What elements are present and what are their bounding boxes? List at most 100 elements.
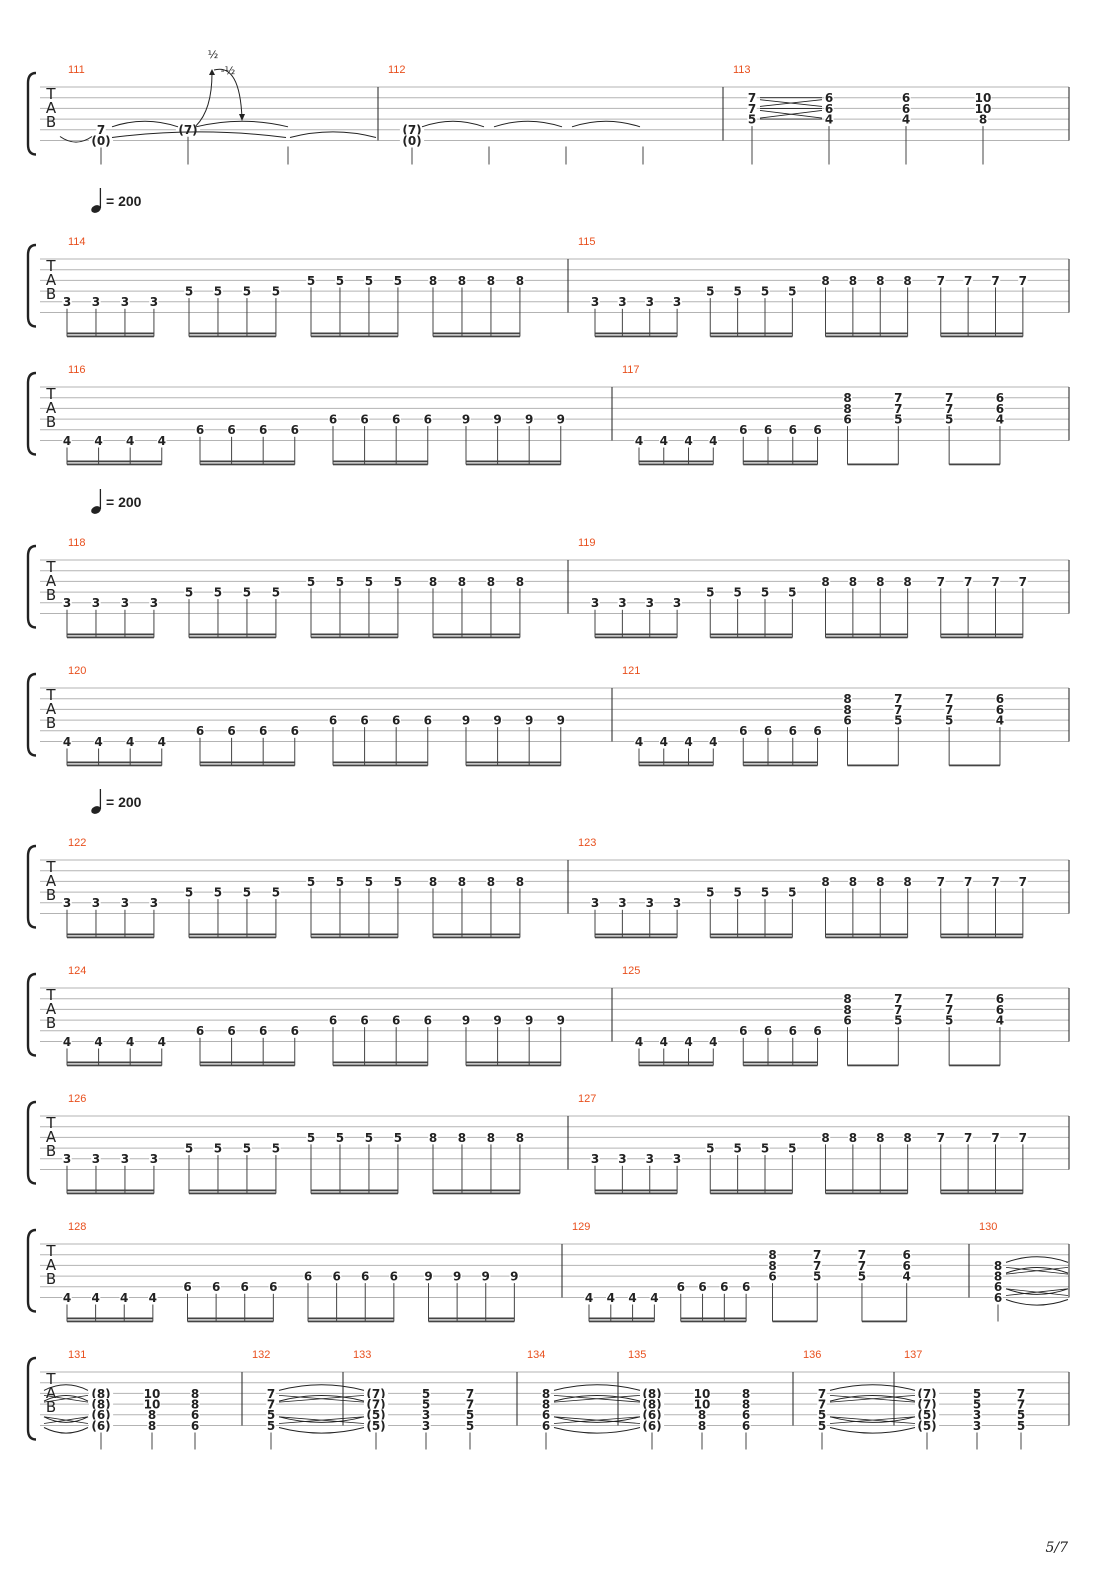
fret-number: 8 (487, 875, 495, 889)
fret-mask (157, 735, 167, 748)
fret-number: 3 (121, 896, 129, 910)
fret-number: (7) (402, 123, 421, 137)
tie-arc (553, 1395, 641, 1402)
fret-number: 6 (390, 1270, 398, 1284)
fret-number: 7 (937, 274, 945, 288)
tab-clef-letter: T (45, 1370, 56, 1388)
fret-number: 5 (307, 875, 315, 889)
fret-mask (741, 1398, 751, 1411)
beam (825, 633, 908, 636)
beam (710, 1189, 793, 1192)
fret-number: 3 (150, 1152, 158, 1166)
fret-number: 3 (150, 596, 158, 610)
fret-number: 6 (424, 714, 432, 728)
fret-number: 6 (392, 413, 400, 427)
fret-mask (515, 274, 525, 287)
fret-number: (7) (178, 123, 197, 137)
fret-number: 5 (1017, 1408, 1025, 1422)
fret-mask (659, 1035, 669, 1048)
bar-number: 111 (68, 64, 85, 76)
fret-mask (676, 1280, 686, 1293)
fret-mask (421, 1398, 431, 1411)
fret-number: (6) (642, 1419, 661, 1433)
fret-mask (732, 285, 743, 298)
fret-number: 7 (964, 575, 972, 589)
fret-mask (96, 123, 106, 136)
beam (710, 332, 793, 335)
fret-number: 6 (424, 413, 432, 427)
fret-number: 7 (964, 875, 972, 889)
fret-mask (708, 1035, 718, 1048)
fret-mask (452, 1270, 462, 1283)
beam (589, 1317, 655, 1320)
fret-mask (457, 274, 467, 287)
fret-mask (509, 1270, 520, 1283)
fret-number: 5 (272, 285, 280, 299)
beam (772, 1320, 818, 1323)
fret-number: 9 (493, 413, 501, 427)
beam (189, 636, 276, 639)
fret-mask (639, 1398, 665, 1411)
slide-line (829, 1395, 916, 1403)
fret-mask (213, 586, 223, 599)
beam (333, 764, 428, 767)
fret-mask (857, 1259, 867, 1272)
fret-mask (936, 875, 946, 888)
fret-number: 4 (684, 434, 692, 448)
beam (67, 633, 154, 636)
bar-number: 126 (68, 1093, 86, 1105)
beam (189, 933, 276, 936)
fret-mask (88, 134, 114, 147)
fret-mask (787, 285, 798, 298)
fret-mask (649, 1291, 660, 1304)
bend-arrowhead (209, 69, 215, 75)
fret-number: 8 (876, 1131, 884, 1145)
fret-number: 6 (191, 1408, 199, 1422)
tie-arc (195, 120, 289, 128)
tie-arc (43, 1384, 89, 1391)
fret-number: 8 (821, 274, 829, 288)
fret-mask (972, 1398, 982, 1411)
fret-number: 6 (825, 91, 833, 105)
fret-mask (705, 886, 715, 899)
fret-number: (0) (91, 134, 110, 148)
fret-number: 9 (557, 1014, 565, 1028)
fret-number: 3 (618, 1152, 626, 1166)
fret-mask (842, 391, 853, 404)
fret-number: 3 (150, 896, 158, 910)
fret-number: 7 (748, 91, 756, 105)
fret-number: 4 (94, 735, 102, 749)
fret-number: 4 (996, 1014, 1004, 1028)
fret-number: 4 (607, 1291, 615, 1305)
fret-mask (738, 724, 748, 737)
tie-arc (278, 1384, 365, 1391)
fret-number: 3 (121, 295, 129, 309)
fret-mask (364, 1131, 374, 1144)
fret-mask (995, 413, 1005, 426)
tab-clef-letter: B (46, 1270, 56, 1288)
fret-mask (364, 274, 374, 287)
beam (67, 463, 162, 466)
fret-number: 6 (212, 1280, 220, 1294)
tab-clef-letter: A (46, 99, 57, 117)
beam (333, 1061, 428, 1064)
beam (189, 936, 276, 939)
fret-mask (875, 875, 885, 888)
fret-number: 8 (876, 274, 884, 288)
fret-number: 5 (761, 886, 769, 900)
beam (595, 633, 678, 636)
fret-mask (842, 703, 853, 716)
fret-mask (258, 1024, 268, 1037)
beam (743, 764, 818, 767)
fret-number: 9 (424, 1270, 432, 1284)
fret-mask (738, 423, 748, 436)
fret-mask (820, 274, 831, 287)
fret-number: 6 (329, 714, 337, 728)
fret-number: 3 (591, 1152, 599, 1166)
fret-mask (213, 285, 223, 298)
fret-number: 4 (635, 735, 643, 749)
tie-arc (1005, 1299, 1069, 1306)
beam (940, 936, 1023, 939)
fret-number: 8 (191, 1387, 199, 1401)
fret-number: 6 (360, 413, 368, 427)
